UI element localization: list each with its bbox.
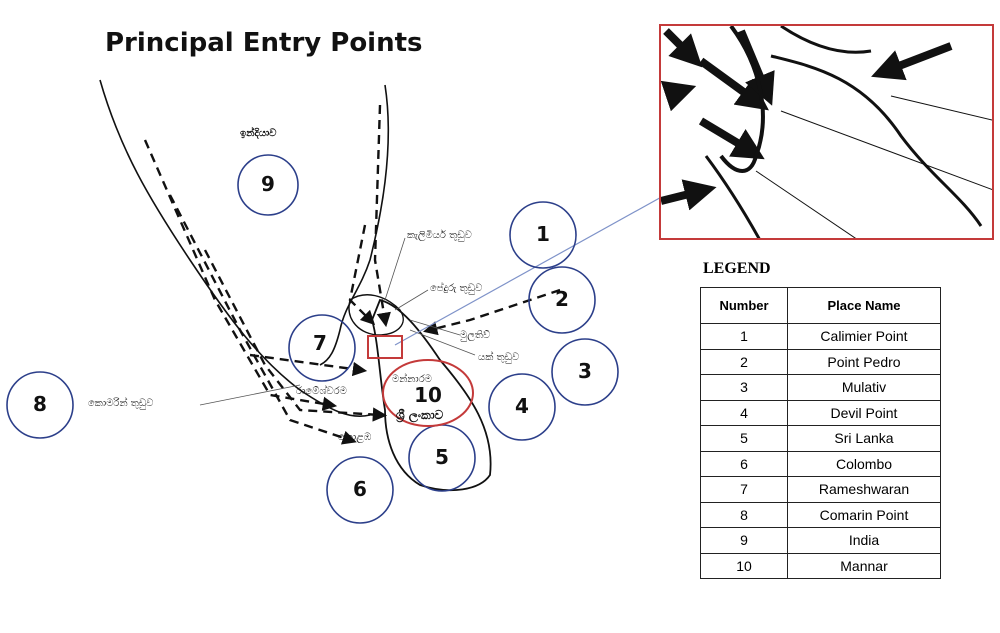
cell-place: Calimier Point — [787, 323, 941, 350]
label-comarin: කොමරින් තුඩුව — [88, 398, 154, 409]
label-india: ඉන්දියාව — [240, 128, 277, 139]
cell-number: 4 — [700, 399, 788, 426]
cell-place: Sri Lanka — [787, 425, 941, 452]
label-mulativ: මුලතිව් — [460, 330, 491, 341]
label-mannar: මන්නාරම — [392, 374, 432, 385]
cell-place: Mannar — [787, 552, 941, 579]
circle-number: 4 — [515, 394, 529, 418]
cell-place: Point Pedro — [787, 348, 941, 375]
circle-number: 3 — [578, 359, 592, 383]
cell-place: India — [787, 527, 941, 554]
cell-number: 3 — [700, 374, 788, 401]
inset-source-box — [367, 335, 403, 359]
inset-map — [661, 26, 992, 238]
cell-number: 2 — [700, 348, 788, 375]
header-place: Place Name — [787, 287, 941, 324]
circle-number: 9 — [261, 172, 275, 196]
label-calimier: කැලිමියර් තුඩුව — [407, 230, 472, 241]
header-number: Number — [700, 287, 788, 324]
inset-leader-line — [394, 169, 711, 346]
circle-number: 2 — [555, 287, 569, 311]
page-title: Principal Entry Points — [105, 28, 423, 58]
cell-number: 7 — [700, 476, 788, 503]
cell-number: 5 — [700, 425, 788, 452]
cell-number: 10 — [700, 552, 788, 579]
circle-number: 5 — [435, 445, 449, 469]
circle-number: 6 — [353, 477, 367, 501]
mannar-circle — [382, 359, 474, 427]
jaffna-outline — [348, 294, 404, 336]
india-east-coast — [319, 84, 390, 366]
circle-number: 1 — [536, 222, 550, 246]
label-pedro: පේදුරු තුඩුව — [430, 283, 483, 294]
cell-number: 8 — [700, 501, 788, 528]
label-colombo: කොළඹ — [338, 432, 372, 443]
label-rameshwaram: රාමේශ්වරම — [296, 386, 347, 397]
cell-place: Devil Point — [787, 399, 941, 426]
cell-place: Mulativ — [787, 374, 941, 401]
zoom-inset — [659, 24, 994, 240]
cell-place: Rameshwaran — [787, 476, 941, 503]
cell-place: Comarin Point — [787, 501, 941, 528]
label-srilanka: ශ්‍රී ලංකාව — [396, 408, 444, 422]
cell-number: 1 — [700, 323, 788, 350]
cell-number: 6 — [700, 450, 788, 477]
cell-number: 9 — [700, 527, 788, 554]
cell-place: Colombo — [787, 450, 941, 477]
circle-number: 7 — [313, 331, 327, 355]
circle-number: 8 — [33, 392, 47, 416]
migration-arrows — [143, 104, 561, 445]
circle-number: 10 — [414, 383, 442, 407]
label-devil: යක් තුඩුව — [478, 352, 520, 363]
legend-title: LEGEND — [703, 260, 771, 277]
